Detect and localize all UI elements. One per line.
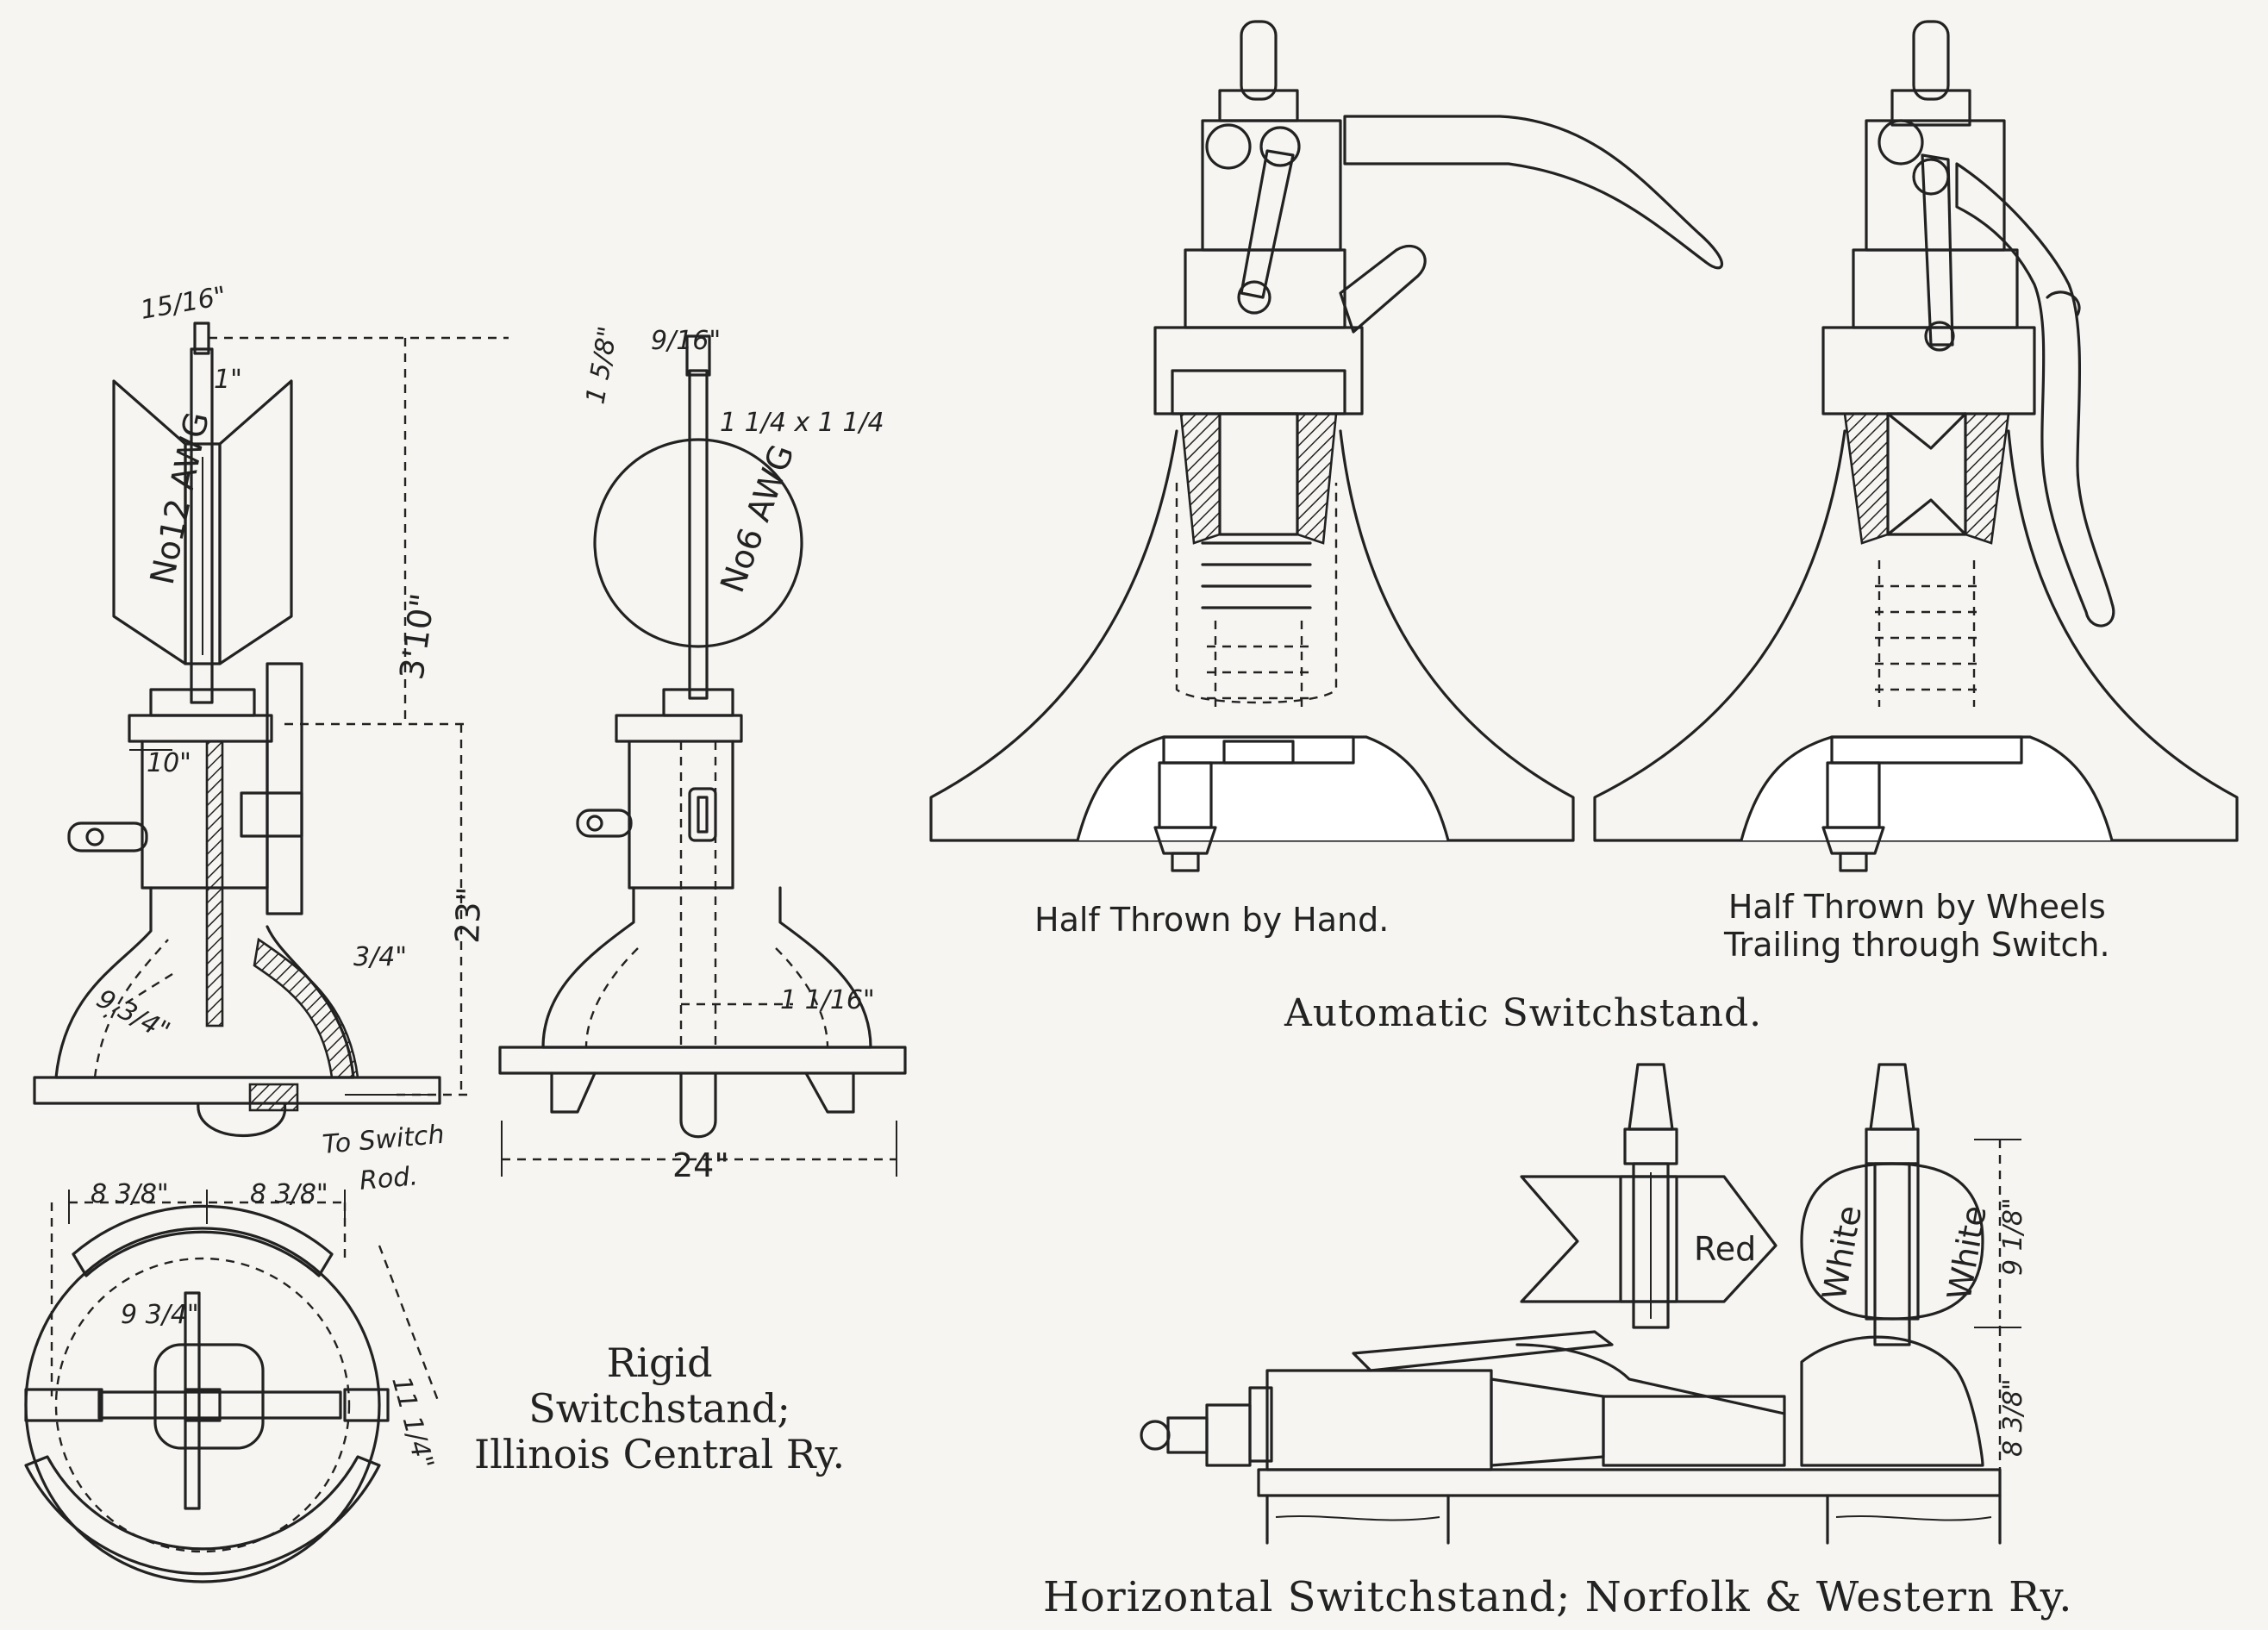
dim-1-1-16: 1 1/16" xyxy=(780,985,875,1015)
label-white-left: White xyxy=(1815,1202,1870,1302)
automatic-wheels xyxy=(1593,20,2239,872)
dim-23: 23" xyxy=(448,886,488,944)
dim-9-1-8: 9 1/8" xyxy=(1998,1197,2028,1276)
caption-wheels-line2: Trailing through Switch. xyxy=(1724,926,2110,964)
dim-11-1-4: 11 1/4" xyxy=(385,1373,439,1472)
automatic-hand xyxy=(929,20,1724,872)
dim-9-3-4-plan: 9 3/4" xyxy=(121,1300,199,1330)
dim-8-3-8-right: 8 3/8" xyxy=(250,1179,328,1209)
rigid-plan-view xyxy=(24,1190,441,1583)
label-rod: Rod. xyxy=(359,1161,420,1196)
horizontal-switchstand xyxy=(1140,1063,2021,1545)
dim-10-inch: 10" xyxy=(147,748,191,778)
dim-1-1-4: 1 1/4 x 1 1/4 xyxy=(720,408,884,438)
caption-rigid-switchstand: Rigid Switchstand; Illinois Central Ry. xyxy=(474,1340,845,1477)
dim-1-inch: 1" xyxy=(214,365,242,395)
caption-automatic-switchstand: Automatic Switchstand. xyxy=(1284,991,1763,1035)
dim-8-3-8-left: 8 3/8" xyxy=(91,1179,169,1209)
dim-3-10: 3'10" xyxy=(392,591,442,683)
dim-15-16: 15/16" xyxy=(138,281,228,326)
dim-8-3-8-horizontal: 8 3/8" xyxy=(1998,1378,2028,1457)
label-to-switch: To Switch xyxy=(322,1120,446,1160)
caption-wheels-line1: Half Thrown by Wheels xyxy=(1728,888,2106,926)
caption-half-thrown-wheels: Half Thrown by Wheels Trailing through S… xyxy=(1724,888,2110,964)
dim-1-5-8: 1 5/8" xyxy=(580,324,623,406)
label-white-right: White xyxy=(1940,1202,1995,1302)
caption-rigid-line3: Illinois Central Ry. xyxy=(474,1430,846,1477)
label-no6-awg: No6 AWG xyxy=(713,440,802,597)
label-no12-awg: No12 AWG xyxy=(143,409,216,588)
dim-3-4: 3/4" xyxy=(353,942,407,972)
dim-9-16: 9/16" xyxy=(651,326,721,356)
dim-24: 24" xyxy=(672,1146,729,1184)
caption-rigid-line1: Rigid xyxy=(606,1340,713,1386)
rigid-side-elevation xyxy=(33,322,509,1137)
caption-rigid-line2: Switchstand; xyxy=(528,1384,790,1432)
rigid-front-elevation xyxy=(498,334,907,1177)
caption-half-thrown-hand: Half Thrown by Hand. xyxy=(1034,901,1390,939)
dim-9-3-4-side: 9 3/4" xyxy=(91,984,175,1046)
label-red: Red xyxy=(1694,1230,1756,1268)
caption-horizontal-switchstand: Horizontal Switchstand; Norfolk & Wester… xyxy=(1043,1573,2073,1621)
